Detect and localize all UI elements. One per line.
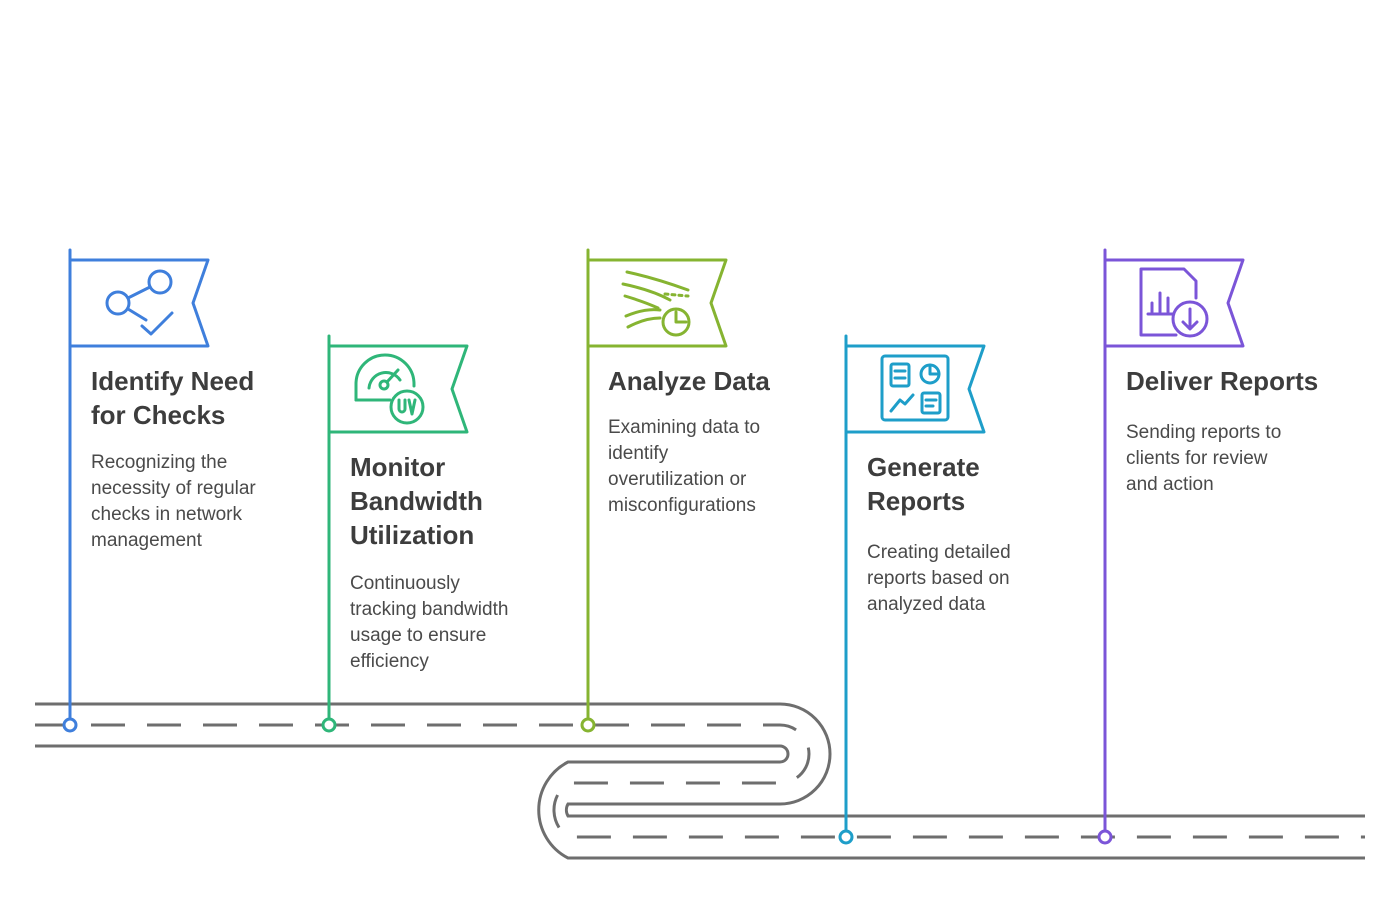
flag-banner bbox=[68, 258, 210, 348]
road-outer-edge bbox=[35, 702, 1365, 818]
step-5-description: Sending reports to clients for review an… bbox=[1126, 422, 1282, 495]
milestone-marker bbox=[1097, 829, 1113, 845]
flag-banner bbox=[586, 258, 728, 348]
gauge-uv-icon bbox=[354, 353, 425, 425]
road bbox=[35, 702, 1365, 860]
step-2-description: Continuously tracking bandwidth usage to… bbox=[350, 573, 509, 672]
flag-banner bbox=[1103, 258, 1245, 348]
milestone-marker bbox=[838, 829, 854, 845]
step-1-description: Recognizing the necessity of regular che… bbox=[91, 452, 256, 551]
report-download-icon bbox=[1139, 267, 1209, 338]
data-flow-chart-icon bbox=[621, 270, 691, 337]
step-1-flag bbox=[62, 248, 210, 733]
step-3-flag bbox=[580, 248, 728, 733]
step-5-title: Deliver Reports bbox=[1126, 366, 1319, 396]
road-center-dashes bbox=[35, 723, 1365, 839]
report-dashboard-icon bbox=[880, 354, 950, 422]
step-4-description: Creating detailed reports based on analy… bbox=[867, 542, 1011, 615]
step-3-description: Examining data to identify overutilizati… bbox=[608, 417, 761, 516]
step-3-title: Analyze Data bbox=[608, 366, 770, 396]
flag-banner bbox=[844, 344, 986, 434]
flag-banner bbox=[327, 344, 469, 434]
share-check-icon bbox=[105, 269, 174, 336]
milestone-marker bbox=[580, 717, 596, 733]
step-4-title: Generate Reports bbox=[867, 452, 980, 516]
step-1-title: Identify Need for Checks bbox=[91, 366, 255, 430]
step-4-flag bbox=[838, 334, 986, 845]
milestone-marker bbox=[321, 717, 337, 733]
step-2-title: Monitor Bandwidth Utilization bbox=[350, 452, 483, 550]
step-5-flag bbox=[1097, 248, 1245, 845]
milestone-marker bbox=[62, 717, 78, 733]
step-2-flag bbox=[321, 334, 469, 733]
road-inner-edge bbox=[35, 744, 1365, 860]
